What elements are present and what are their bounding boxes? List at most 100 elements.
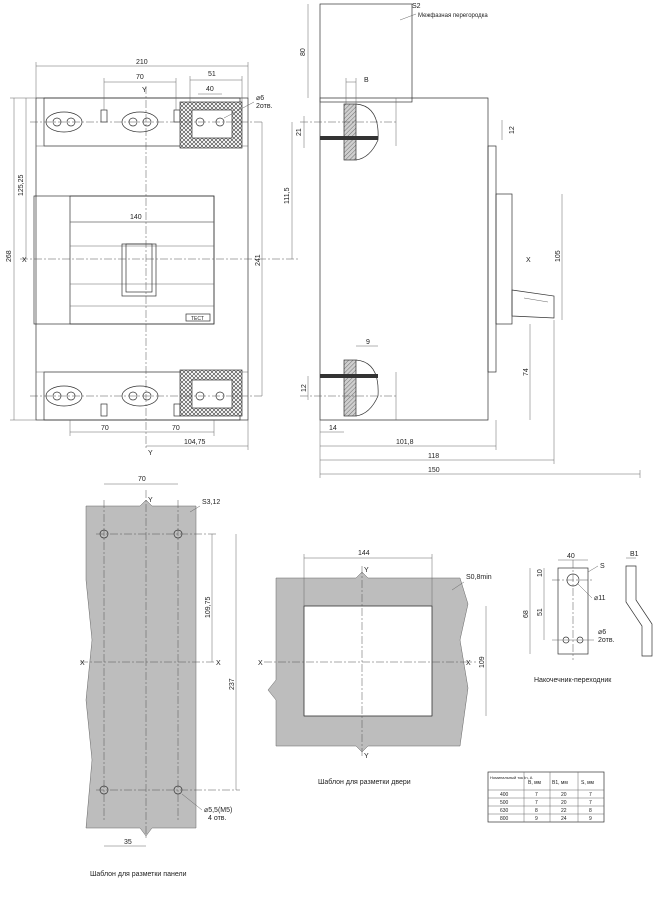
table-cell: 22: [561, 808, 567, 814]
panel-dim-237: 237: [229, 678, 236, 690]
table-header-current: Номинальный ток In, А: [490, 775, 533, 780]
dim-111-5: 111,5: [284, 187, 291, 204]
panel-y: Y: [148, 497, 153, 504]
adapter-dim-s: S: [600, 563, 605, 570]
y-axis-label-bottom: Y: [148, 450, 153, 457]
panel-dim-109-75: 109,75: [205, 596, 212, 618]
dim-118: 118: [428, 453, 439, 460]
adapter-dim-51: 51: [537, 608, 544, 616]
dim-12-top: 12: [509, 126, 516, 134]
door-dim-144: 144: [358, 550, 370, 557]
nameplate-box: [185, 313, 211, 322]
panel-x-left: X: [80, 660, 85, 667]
dim-210: 210: [136, 59, 148, 66]
phase-partition: [319, 3, 413, 103]
dim-40: 40: [206, 86, 214, 93]
adapter-caption: Накочечник-переходник: [534, 677, 612, 684]
adapter-dim-d11: ⌀11: [594, 595, 606, 602]
table-header-s: S, мм: [581, 780, 595, 786]
table-cell: 24: [561, 816, 567, 822]
door-x-left: X: [258, 660, 263, 667]
dim-241: 241: [255, 254, 262, 266]
table-header-b: B, мм: [528, 780, 542, 786]
table-cell: 9: [535, 816, 538, 822]
door-y-bottom: Y: [364, 753, 369, 760]
dim-125-25: 125,25: [18, 174, 25, 196]
panel-template-sheet: [85, 499, 197, 837]
adapter-dim-68: 68: [523, 610, 530, 618]
door-dim-109: 109: [479, 656, 486, 668]
panel-x-right: X: [216, 660, 221, 667]
dim-268: 268: [6, 250, 13, 262]
adapter-profile: [625, 565, 653, 657]
table-cell: 7: [589, 800, 592, 806]
side-cover: [487, 145, 497, 373]
side-handle: [511, 289, 555, 319]
dim-hole-count: 2отв.: [256, 103, 273, 110]
dim-14: 14: [329, 425, 337, 432]
top-mounting-slots: [45, 109, 181, 133]
table-cell: 20: [561, 800, 567, 806]
nameplate-text: ТЕСТ: [191, 316, 204, 322]
door-y-top: Y: [364, 567, 369, 574]
dim-9: 9: [366, 339, 370, 346]
front-view: ТЕСТ Y: [6, 59, 300, 457]
table-cell: 800: [500, 816, 509, 822]
dim-140: 140: [130, 214, 142, 221]
operating-handle: [121, 243, 157, 297]
adapter-dim-d6: ⌀6: [598, 629, 606, 636]
panel-dim-70: 70: [138, 476, 146, 483]
side-x-axis-label: X: [526, 257, 531, 264]
front-cover: [33, 195, 215, 325]
label-s2: S2: [412, 3, 421, 10]
table-cell: 8: [535, 808, 538, 814]
adapter-lug: 40 10 68 51 S ⌀11 ⌀6 2отв. B1 Накочечник…: [523, 551, 653, 684]
table-cell: 500: [500, 800, 509, 806]
panel-hole-spec: ⌀5,5(М5): [204, 807, 232, 814]
panel-dim-35: 35: [124, 839, 132, 846]
table-cell: 20: [561, 792, 567, 798]
bottom-mounting-slots: [45, 385, 181, 417]
table-cell: 7: [535, 792, 538, 798]
front-cover-inner: [69, 195, 215, 325]
dim-70-top: 70: [136, 74, 144, 81]
door-template: X X Y Y 144 S0,8min 109 Шаблон для разме…: [258, 550, 492, 786]
partition-label: Межфазная перегородка: [418, 13, 488, 19]
dim-12-bottom: 12: [301, 384, 308, 392]
adapter-dim-count: 2отв.: [598, 637, 615, 644]
table-cell: 400: [500, 792, 509, 798]
dim-104-75: 104,75: [184, 439, 206, 446]
door-cutout: [303, 605, 433, 717]
panel-template-caption: Шаблон для разметки панели: [90, 870, 187, 878]
side-view: S2 Межфазная перегородка X 80 B 21 12: [284, 3, 641, 478]
dim-150: 150: [428, 467, 440, 474]
adapter-dim-40: 40: [567, 553, 575, 560]
dim-hole-d6: ⌀6: [256, 95, 264, 102]
panel-template: X X Y 70 S3,12 109,75 237 ⌀5,5(М5) 4 отв…: [80, 476, 240, 878]
door-x-right: X: [466, 660, 471, 667]
dim-21: 21: [296, 128, 303, 136]
x-axis-label: X: [22, 257, 27, 264]
side-front: [495, 193, 513, 325]
dim-101-8: 101,8: [396, 439, 414, 446]
table-cell: 8: [589, 808, 592, 814]
bottom-terminal-section: [343, 359, 357, 417]
y-axis-label-top: Y: [142, 87, 147, 94]
table-cell: 7: [589, 792, 592, 798]
dim-105: 105: [555, 250, 562, 262]
dim-51: 51: [208, 71, 216, 78]
panel-dim-s312: S3,12: [202, 499, 220, 506]
dim-74: 74: [523, 368, 530, 376]
top-terminal-curve: [355, 103, 379, 161]
dim-b: B: [364, 77, 369, 84]
table-header-b1: B1, мм: [552, 780, 568, 786]
door-template-caption: Шаблон для разметки двери: [318, 778, 411, 786]
table-cell: 630: [500, 808, 509, 814]
table-cell: 9: [589, 816, 592, 822]
rating-table: Номинальный ток In, А B, мм B1, мм S, мм…: [487, 771, 605, 823]
door-dim-s08: S0,8min: [466, 574, 492, 581]
operating-handle-inner: [125, 243, 153, 293]
adapter-dim-10: 10: [537, 569, 544, 577]
